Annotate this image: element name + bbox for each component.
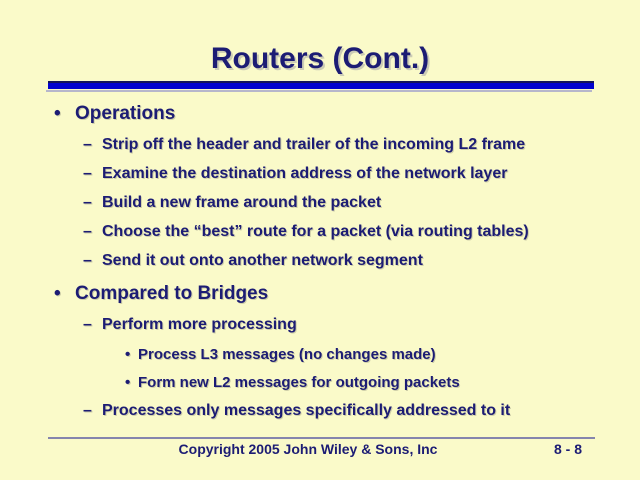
bullet-text: Strip off the header and trailer of the … bbox=[102, 136, 526, 153]
bullet-marker: • bbox=[54, 103, 61, 124]
bullet-marker: – bbox=[83, 316, 92, 333]
bullet-text: Examine the destination address of the n… bbox=[102, 165, 508, 182]
bullet-text: Perform more processing bbox=[102, 316, 297, 333]
bullet-marker: – bbox=[83, 223, 92, 240]
bullet-text: Build a new frame around the packet bbox=[102, 194, 382, 211]
bullet-item: –Choose the “best” route for a packet (v… bbox=[0, 222, 640, 242]
bullet-item: • Form new L2 messages for outgoing packe… bbox=[0, 373, 640, 392]
bullet-item: –Processes only messages specifically ad… bbox=[0, 401, 640, 421]
bullet-text: Send it out onto another network segment bbox=[102, 252, 423, 269]
footer-rule bbox=[48, 437, 595, 439]
bullet-text: Choose the “best” route for a packet (vi… bbox=[102, 223, 529, 240]
footer-page-number: 8 - 8 bbox=[553, 441, 582, 457]
bullet-item: –Build a new frame around the packet bbox=[0, 193, 640, 213]
bullet-text: Processes only messages specifically add… bbox=[102, 402, 511, 419]
bullet-text: Compared to Bridges bbox=[75, 283, 269, 304]
slide-title: Routers (Cont.) bbox=[210, 42, 430, 75]
bullet-text: Form new L2 messages for outgoing packet… bbox=[138, 374, 460, 391]
bullet-marker: • bbox=[125, 374, 131, 391]
bullet-marker: • bbox=[54, 283, 61, 304]
bullet-text: Operations bbox=[75, 103, 176, 124]
title-rule-shadow bbox=[46, 90, 592, 92]
footer-copyright: Copyright 2005 John Wiley & Sons, Inc bbox=[178, 441, 438, 457]
bullet-item: • Process L3 messages (no changes made) bbox=[0, 345, 640, 364]
bullet-item: –Strip off the header and trailer of the… bbox=[0, 135, 640, 155]
bullet-marker: – bbox=[83, 165, 92, 182]
bullet-text: Process L3 messages (no changes made) bbox=[138, 345, 436, 363]
bullet-item: –Perform more processing bbox=[0, 315, 640, 335]
bullet-item: • Compared to Bridges bbox=[0, 282, 640, 306]
bullet-list: •Operations–Strip off the header and tra… bbox=[0, 94, 640, 421]
title-rule bbox=[48, 81, 594, 89]
bullet-marker: – bbox=[83, 402, 92, 419]
bullet-marker: – bbox=[83, 194, 92, 211]
bullet-item: –Examine the destination address of the … bbox=[0, 164, 640, 184]
bullet-item: • Operations bbox=[0, 102, 640, 126]
bullet-item: –Send it out onto another network segmen… bbox=[0, 251, 640, 271]
bullet-marker: • bbox=[125, 345, 131, 363]
bullet-marker: – bbox=[83, 136, 92, 153]
bullet-marker: – bbox=[83, 252, 92, 269]
